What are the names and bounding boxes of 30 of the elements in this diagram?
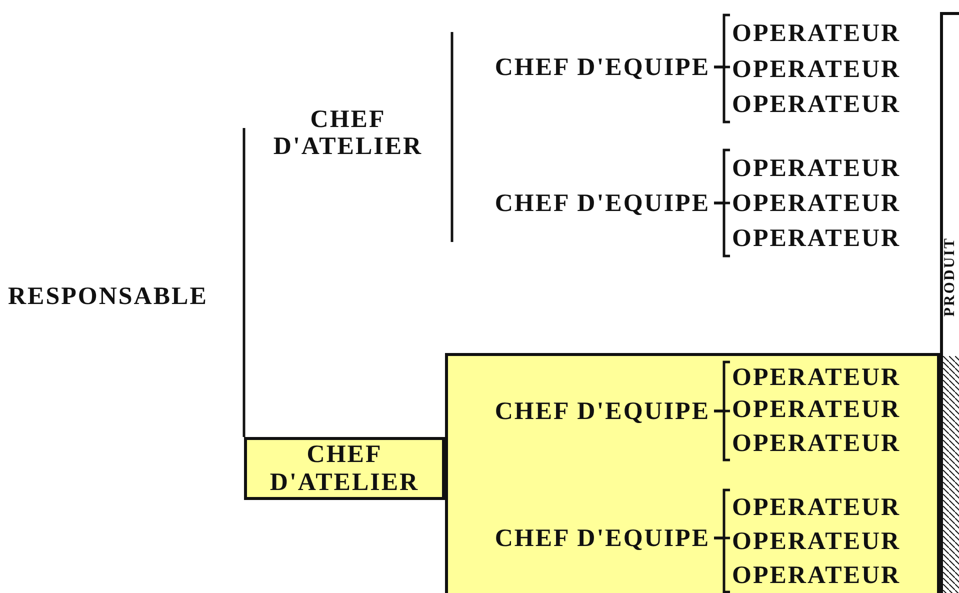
bracket-line	[714, 410, 730, 462]
bracket-line	[242, 296, 246, 437]
role-label: OPERATEUR	[732, 190, 901, 216]
role-label: CHEF D'EQUIPE	[494, 190, 710, 216]
role-label: OPERATEUR	[732, 430, 901, 456]
role-label: OPERATEUR	[732, 226, 901, 250]
role-label: OPERATEUR	[732, 494, 901, 520]
role-label: CHEF D'EQUIPE	[494, 526, 710, 550]
role-label: OPERATEUR	[732, 364, 901, 390]
role-label: OPERATEUR	[732, 562, 901, 588]
bracket-line	[714, 66, 730, 124]
band-label: PRODUIT	[943, 237, 958, 317]
bracket-line	[714, 536, 730, 593]
role-label: OPERATEUR	[732, 21, 901, 46]
bracket-line	[242, 128, 246, 296]
role-label: OPERATEUR	[732, 92, 901, 116]
role-label: OPERATEUR	[732, 396, 901, 422]
role-label: CHEF D'EQUIPE	[494, 54, 710, 80]
bracket-line	[450, 32, 454, 133]
role-label: OPERATEUR	[732, 528, 901, 554]
role-label: RESPONSABLE	[8, 284, 208, 308]
role-label: OPERATEUR	[732, 156, 901, 180]
bracket-line	[450, 133, 454, 242]
role-label: CHEF D'ATELIER	[273, 106, 423, 160]
role-label: CHEF D'EQUIPE	[494, 398, 710, 424]
highlight-box	[244, 437, 445, 500]
bracket-line	[714, 202, 730, 258]
role-label: CHEF D'ATELIER	[270, 441, 420, 496]
group-panel	[445, 353, 940, 593]
role-label: OPERATEUR	[732, 56, 901, 82]
